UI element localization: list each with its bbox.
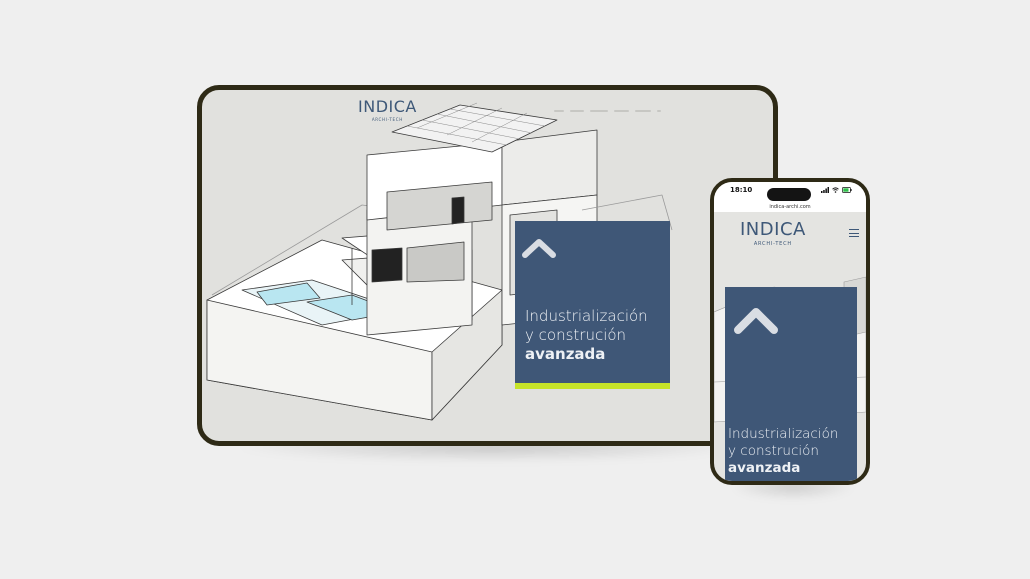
phone-device: 18:10 indica-archi.com INDICA ARCHI-TECH… [710, 178, 870, 485]
logo-wordmark: INDICA [358, 97, 417, 116]
nav-item[interactable] [635, 110, 651, 112]
dynamic-island [767, 188, 811, 201]
headline-line2: y construción [728, 443, 819, 459]
headline-line1: Industrialización [525, 307, 648, 325]
hero-card: Industrialización y construción avanzada [515, 221, 670, 389]
headline-line2: y construción [525, 326, 627, 344]
phone-logo[interactable]: INDICA ARCHI-TECH [740, 219, 806, 248]
nav-item[interactable] [590, 110, 608, 112]
signal-icon [821, 187, 829, 193]
headline-line1: Industrialización [728, 426, 839, 442]
nav-item[interactable] [554, 110, 564, 112]
chevron-up-icon [522, 239, 556, 258]
tablet-nav [554, 110, 661, 112]
hero-headline-mobile: Industrialización y construción avanzada [728, 426, 858, 477]
nav-item[interactable] [614, 110, 629, 112]
logo-tagline: ARCHI-TECH [753, 241, 792, 247]
hero-headline: Industrialización y construción avanzada [525, 307, 665, 364]
logo-wordmark: INDICA [740, 219, 806, 240]
logo-tagline: ARCHI-TECH [371, 117, 403, 122]
tablet-device: INDICA ARCHI-TECH Industrialización y co… [197, 85, 778, 446]
headline-bold: avanzada [728, 460, 801, 476]
wifi-icon [832, 187, 839, 193]
status-icons [821, 187, 852, 193]
tablet-screen: INDICA ARCHI-TECH Industrialización y co… [202, 90, 773, 441]
battery-icon [842, 187, 852, 193]
headline-bold: avanzada [525, 345, 606, 363]
status-time: 18:10 [730, 186, 753, 194]
hamburger-menu-icon[interactable] [849, 229, 859, 237]
chevron-up-icon [734, 308, 778, 334]
phone-status-bar: 18:10 indica-archi.com [714, 182, 866, 212]
url-bar[interactable]: indica-archi.com [769, 204, 811, 210]
nav-item[interactable] [570, 110, 584, 112]
tablet-logo[interactable]: INDICA ARCHI-TECH [358, 97, 417, 123]
building-illustration [206, 102, 673, 421]
nav-item[interactable] [657, 110, 661, 112]
hero-card-mobile: Industrialización y construción avanzada [725, 287, 858, 481]
